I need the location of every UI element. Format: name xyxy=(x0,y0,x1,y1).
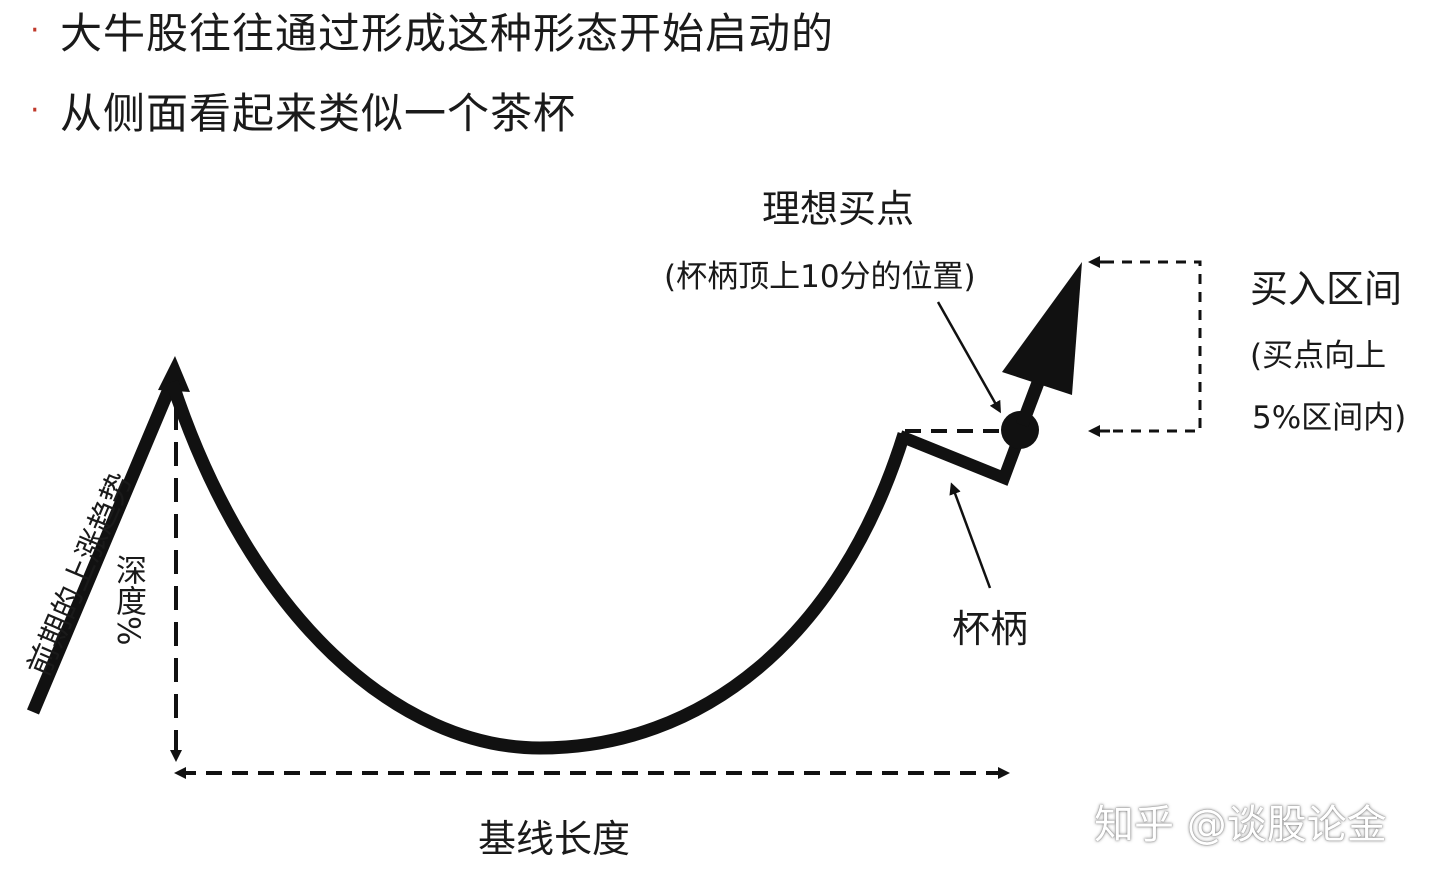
buy-point-pointer xyxy=(936,301,1001,414)
ideal-buy-point-note: (杯柄顶上10分的位置) xyxy=(664,259,976,295)
cup-curve xyxy=(165,379,911,755)
handle-pointer xyxy=(949,482,992,589)
depth-label: 深度% xyxy=(110,554,146,646)
depth-text: 深度 xyxy=(110,554,146,616)
handle-line xyxy=(897,430,1026,486)
bullet-text: 从侧面看起来类似一个茶杯 xyxy=(60,89,577,138)
handle-label: 杯柄 xyxy=(952,607,1029,651)
breakout-arrowhead xyxy=(1002,262,1082,395)
watermark: 知乎 @谈股论金 xyxy=(1094,802,1387,848)
ideal-buy-point-label: 理想买点 xyxy=(762,187,915,231)
buy-range-note-line-2: 5%区间内) xyxy=(1252,400,1407,436)
baseline-length-label: 基线长度 xyxy=(478,817,631,861)
depth-unit: % xyxy=(110,616,146,646)
prior-uptrend-line xyxy=(27,379,178,715)
bullet-text: 大牛股往往通过形成这种形态开始启动的 xyxy=(60,9,835,58)
bullet-item-1: · 大牛股往往通过形成这种形态开始启动的 xyxy=(30,0,834,61)
buy-range-note-line-1: (买点向上 xyxy=(1250,338,1387,374)
bullet-dot: · xyxy=(30,93,41,128)
buy-range-label: 买入区间 xyxy=(1250,267,1403,311)
peak-tip xyxy=(158,356,190,392)
bullet-dot: · xyxy=(30,13,41,48)
bullet-item-2: · 从侧面看起来类似一个茶杯 xyxy=(30,80,576,141)
buy-range-bracket xyxy=(1104,260,1202,433)
